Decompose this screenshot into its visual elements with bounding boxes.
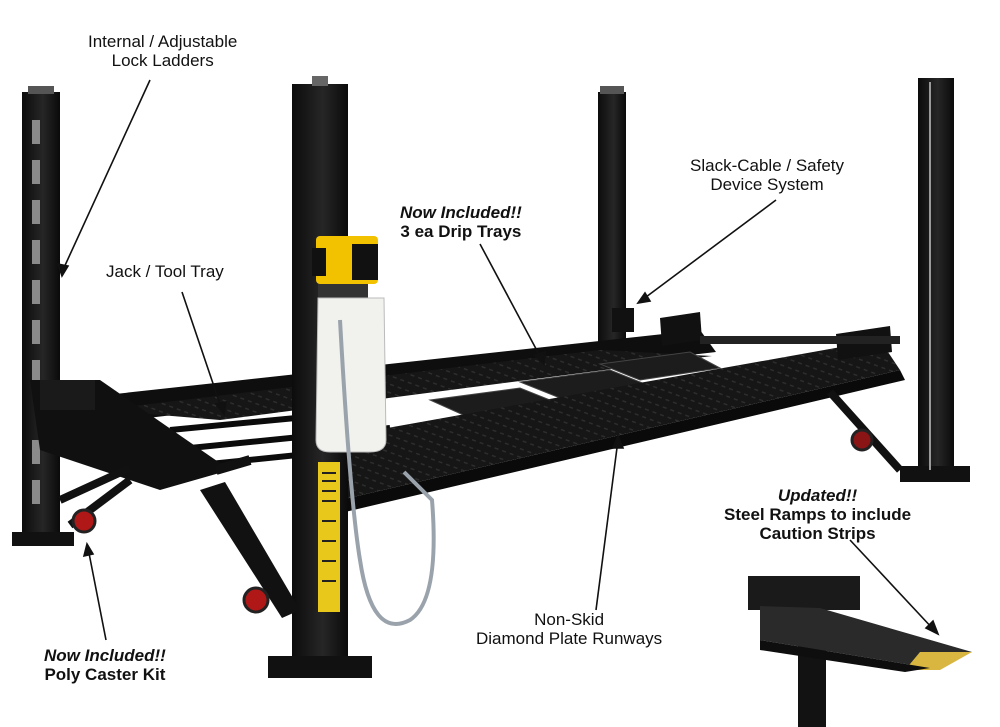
- leader-lock-ladders: [61, 79, 151, 273]
- caster-kit-line1: Poly Caster Kit: [44, 665, 166, 685]
- leader-runways: [595, 439, 619, 611]
- callout-lock-ladders: Internal / Adjustable Lock Ladders: [88, 32, 237, 70]
- hydraulic-hose: [338, 319, 436, 626]
- runway-frame: [30, 308, 905, 512]
- leader-jack-tray: [181, 291, 223, 411]
- leader-caster-kit: [87, 547, 107, 641]
- hydraulic-pump: [312, 236, 436, 626]
- callout-runways: Non-Skid Diamond Plate Runways: [476, 610, 662, 648]
- lock-ladders-line2: Lock Ladders: [111, 51, 214, 71]
- fluid-reservoir: [315, 297, 387, 453]
- ramps-line2: Caution Strips: [759, 524, 876, 544]
- callout-slack-cable: Slack-Cable / Safety Device System: [690, 156, 844, 194]
- rear-right-post: [598, 86, 626, 342]
- callout-ramps: Updated!! Steel Ramps to include Caution…: [724, 486, 911, 543]
- leader-ramps: [849, 539, 935, 631]
- lock-ladder: [32, 120, 40, 504]
- leader-slack-cable: [641, 199, 777, 301]
- slack-cable-line2: Device System: [710, 175, 824, 195]
- callout-drip-trays: Now Included!! 3 ea Drip Trays: [400, 203, 522, 241]
- front-caster-assembly: [200, 455, 300, 618]
- front-right-post: [900, 78, 970, 482]
- warning-label: [318, 462, 340, 612]
- callout-jack-tray: Jack / Tool Tray: [106, 262, 224, 281]
- rear-left-post: [12, 86, 74, 546]
- drip-trays-line1: 3 ea Drip Trays: [400, 222, 522, 242]
- callout-caster-kit: Now Included!! Poly Caster Kit: [44, 646, 166, 684]
- slack-cable-line1: Slack-Cable / Safety: [690, 156, 845, 175]
- ramps-headline: Updated!!: [777, 486, 858, 505]
- drip-trays: [428, 351, 722, 419]
- lock-ladders-line1: Internal / Adjustable: [88, 32, 238, 51]
- steel-ramp-inset: [748, 576, 972, 727]
- caster-kit-headline: Now Included!!: [44, 646, 166, 665]
- diamond-plate-runway: [320, 340, 900, 500]
- callout-leader-lines: [56, 79, 940, 641]
- ramps-line1: Steel Ramps to include: [724, 505, 912, 525]
- drip-trays-headline: Now Included!!: [400, 203, 522, 222]
- leader-drip-trays: [479, 243, 543, 361]
- runways-line1: Non-Skid: [534, 610, 605, 629]
- jack-tray-line1: Jack / Tool Tray: [106, 262, 224, 281]
- poly-caster-wheel: [71, 508, 97, 534]
- runways-line2: Diamond Plate Runways: [476, 629, 663, 649]
- caution-strip: [905, 652, 972, 670]
